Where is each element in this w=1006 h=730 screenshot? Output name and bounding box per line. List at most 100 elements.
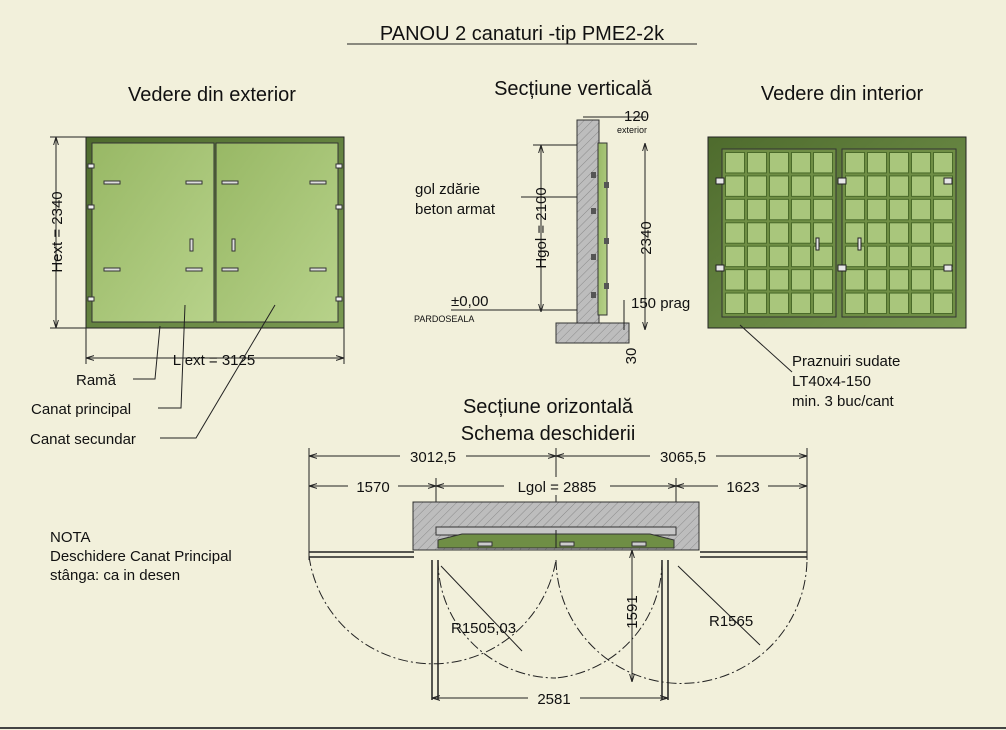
interior-grid-cell (769, 269, 789, 291)
interior-grid-cell (725, 292, 745, 315)
interior-note-line3: min. 3 buc/cant (792, 393, 895, 410)
callout-secondary-leaf: Canat secundar (30, 431, 136, 448)
dim-120: 120 (624, 108, 649, 125)
interior-grid-cell (867, 245, 887, 268)
interior-grid-cell (933, 269, 953, 291)
dim-lgol: Lgol = 2885 (518, 479, 597, 496)
exterior-view: Vedere din exterior Hext = 2340 L ext = … (30, 84, 345, 448)
dim-2581: 2581 (537, 691, 570, 708)
dim-2581-bg (528, 689, 580, 707)
interior-grid-cell (791, 152, 811, 174)
interior-grid-cell (791, 245, 811, 268)
callout-main-leaf: Canat principal (31, 401, 131, 418)
interior-grid-cell (911, 292, 931, 315)
interior-grid-cell (747, 292, 767, 315)
dim-1570: 1570 (356, 479, 389, 496)
interior-grid-cell (769, 175, 789, 197)
swing-arc-left (308, 555, 557, 665)
vertical-floor (555, 322, 630, 344)
note-line2: stânga: ca in desen (50, 567, 180, 584)
swing-arc-left-inner (437, 559, 557, 679)
vertical-section: Secțiune verticală 120 exterior gol zdăr… (414, 78, 690, 364)
interior-view: Vedere din interior Praznuiri sudate LT4… (707, 83, 967, 410)
interior-grid-cell (845, 175, 865, 197)
interior-grid-cell (911, 269, 931, 291)
dim-30: 30 (623, 348, 640, 365)
interior-grid-cell (791, 269, 811, 291)
interior-grid-cell (747, 269, 767, 291)
interior-grid-cell (725, 175, 745, 197)
dim-1623: 1623 (726, 479, 759, 496)
exterior-bolts (103, 180, 327, 272)
dim-1623-bg (718, 477, 768, 495)
interior-grid-right (845, 152, 953, 315)
interior-heading: Vedere din interior (761, 83, 924, 105)
interior-grid-cell (791, 175, 811, 197)
interior-grid-cell (791, 198, 811, 221)
interior-grid-cell (769, 152, 789, 174)
callout-frame: Ramă (76, 372, 117, 389)
interior-grid-cell (725, 269, 745, 291)
dim-2340: 2340 (638, 221, 655, 254)
interior-grid-cell (725, 198, 745, 221)
exterior-hinges (87, 163, 343, 302)
interior-grid-cell (933, 198, 953, 221)
swing-arc-right (555, 555, 808, 684)
horizontal-heading-1: Secțiune orizontală (463, 396, 634, 418)
radius-right: R1565 (709, 613, 753, 630)
dim-left: 3012,5 (410, 449, 456, 466)
callout-frame-leader (133, 325, 161, 380)
interior-grid-cell (867, 269, 887, 291)
interior-grid-cell (889, 198, 909, 221)
exterior-leaf-right (215, 142, 339, 323)
interior-grid-cell (769, 292, 789, 315)
dim-1591: 1591 (624, 595, 641, 628)
interior-grid-cell (867, 292, 887, 315)
interior-grid-cell (889, 245, 909, 268)
interior-grid-cell (747, 198, 767, 221)
dim-1570-bg (348, 477, 398, 495)
interior-callout-leader (739, 324, 793, 373)
interior-grid-cell (867, 152, 887, 174)
interior-grid-cell (747, 175, 767, 197)
interior-grid-cell (747, 222, 767, 244)
plan-open-leaves (309, 551, 807, 700)
interior-grid-cell (845, 269, 865, 291)
interior-grid-cell (769, 198, 789, 221)
interior-grid-cell (911, 245, 931, 268)
exterior-height-dim: Hext = 2340 (49, 191, 66, 272)
exterior-leaf-left (91, 142, 215, 323)
interior-grid-cell (867, 175, 887, 197)
dim-lgol-bg (504, 477, 610, 495)
interior-grid-cell (889, 175, 909, 197)
interior-note-line1: Praznuiri sudate (792, 353, 900, 370)
exterior-label: exterior (617, 125, 647, 135)
interior-grid-cell (747, 152, 767, 174)
horizontal-section: Secțiune orizontală Schema deschiderii 3… (308, 396, 808, 708)
interior-grid-cell (889, 152, 909, 174)
interior-grid-cell (791, 222, 811, 244)
interior-grid-cell (889, 222, 909, 244)
opening-label-line2: beton armat (415, 201, 496, 218)
interior-grid-cell (725, 152, 745, 174)
interior-grid-cell (769, 245, 789, 268)
dim-left-bg (400, 445, 466, 463)
interior-grid-cell (933, 222, 953, 244)
drawing-title: PANOU 2 canaturi -tip PME2-2k (380, 23, 665, 45)
interior-grid-cell (889, 292, 909, 315)
radius-left: R1505,03 (451, 620, 516, 637)
hgol-dim: Hgol = 2100 (533, 187, 550, 268)
opening-label-line1: gol zdărie (415, 181, 480, 198)
vertical-anchors (591, 172, 609, 298)
interior-grid-cell (813, 198, 833, 221)
callout-secondary-leaf-leader (160, 304, 276, 439)
exterior-width-dim: L ext = 3125 (173, 352, 255, 369)
horizontal-heading-2: Schema deschiderii (461, 423, 636, 445)
radius-right-line (677, 565, 761, 646)
interior-grid-cell (933, 292, 953, 315)
interior-grid-cell (791, 292, 811, 315)
interior-grid-cell (911, 222, 931, 244)
interior-note-line2: LT40x4-150 (792, 373, 871, 390)
interior-grid-cell (845, 245, 865, 268)
interior-grid-cell (845, 222, 865, 244)
